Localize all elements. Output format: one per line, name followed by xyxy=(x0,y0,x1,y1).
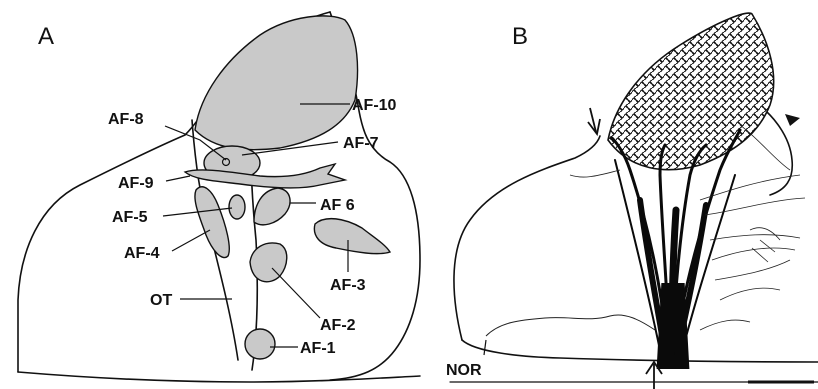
nor-leader xyxy=(484,340,486,355)
af5-label: AF-5 xyxy=(112,209,148,226)
af6-field xyxy=(254,188,290,225)
af10-field xyxy=(195,16,358,150)
af2-leader xyxy=(272,268,320,318)
panel-b-top-arrow xyxy=(588,108,600,134)
nor-label: NOR xyxy=(446,362,482,379)
af4-label: AF-4 xyxy=(124,245,160,262)
panel-a: A xyxy=(18,12,420,382)
af9-leader xyxy=(166,176,190,181)
panel-b-arbor-mesh xyxy=(608,13,774,170)
af2-field xyxy=(250,243,287,282)
panel-b: B xyxy=(446,13,818,389)
af3-label: AF-3 xyxy=(330,277,366,294)
af3-field xyxy=(314,219,390,254)
af9-label: AF-9 xyxy=(118,175,154,192)
af1-label: AF-1 xyxy=(300,340,336,357)
af4-field xyxy=(195,187,229,258)
af10-label: AF-10 xyxy=(352,97,397,114)
panel-b-base-line xyxy=(462,340,818,362)
panel-a-base-line xyxy=(18,372,420,382)
af8-label: AF-8 xyxy=(108,111,144,128)
panel-b-arrowhead xyxy=(785,114,800,126)
ot-label: OT xyxy=(150,292,172,309)
af1-field xyxy=(245,329,275,359)
af6-label: AF 6 xyxy=(320,197,355,214)
panel-b-letter: B xyxy=(512,23,528,50)
panel-b-tectum-outline xyxy=(454,136,600,340)
nor-fiber xyxy=(486,315,655,336)
af4-leader xyxy=(172,230,210,251)
af7-label: AF-7 xyxy=(343,135,379,152)
af5-field xyxy=(229,195,245,219)
panel-a-letter: A xyxy=(38,23,54,50)
af2-label: AF-2 xyxy=(320,317,356,334)
